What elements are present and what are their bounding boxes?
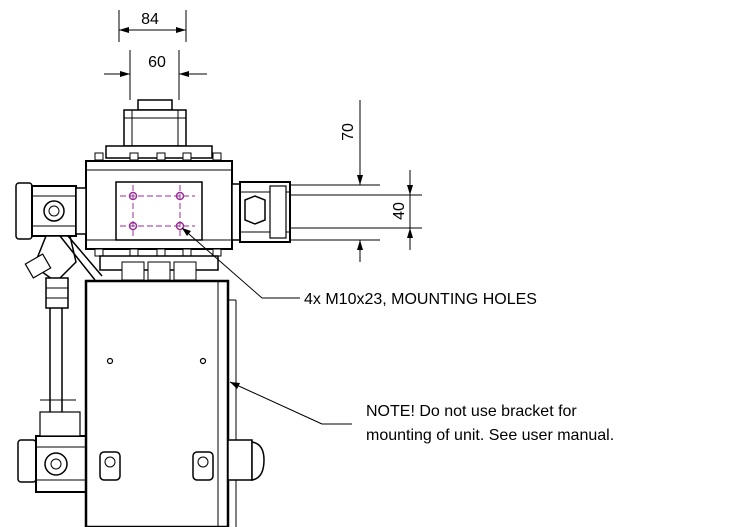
mounting-holes — [120, 185, 195, 238]
mounting-hole — [175, 191, 185, 201]
note-line-1: NOTE! Do not use bracket for — [366, 403, 577, 420]
dimension-84: 84 — [118, 10, 187, 42]
mounting-hole — [175, 221, 185, 231]
dimension-label-70: 70 — [340, 123, 357, 141]
dimension-label-84: 84 — [141, 11, 159, 28]
left-fitting — [15, 182, 103, 493]
top-cover — [94, 99, 222, 161]
dimension-label-40: 40 — [391, 202, 408, 220]
dimension-40: 40 — [290, 170, 422, 250]
mounting-hole — [128, 221, 138, 231]
bracket — [84, 279, 265, 527]
mounting-hole — [128, 191, 138, 201]
pump-housing — [85, 160, 233, 281]
dimension-60: 60 — [104, 50, 207, 100]
dimension-70: 70 — [290, 100, 380, 262]
note-leader — [229, 381, 352, 425]
note-line-2: mounting of unit. See user manual. — [366, 427, 614, 444]
dimension-label-60: 60 — [148, 54, 166, 71]
right-fitting — [231, 181, 291, 243]
mounting-holes-label: 4x M10x23, MOUNTING HOLES — [304, 291, 537, 308]
mounting-holes-leader — [181, 227, 300, 299]
